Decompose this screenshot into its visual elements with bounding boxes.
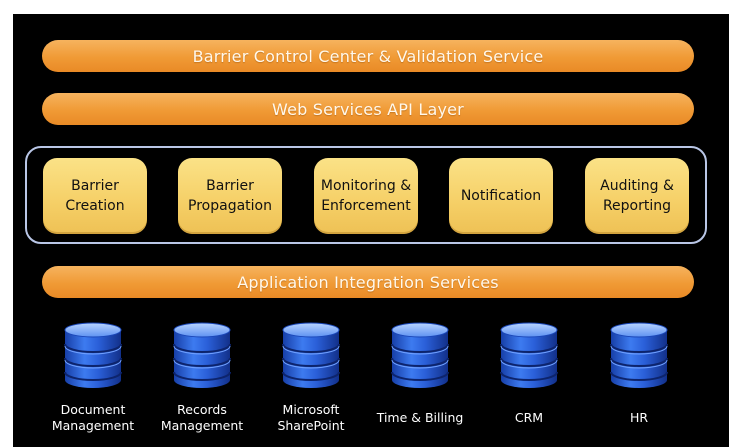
database-icon — [391, 322, 449, 389]
module-barrier-creation: Barrier Creation — [43, 158, 147, 234]
database-label-document-management: Document Management — [35, 402, 151, 434]
module-label-line1: Notification — [460, 188, 542, 204]
database-label-line1: Time & Billing — [376, 410, 464, 425]
database-label-microsoft-sharepoint: Microsoft SharePoint — [253, 402, 369, 434]
layer-web-services-api: Web Services API Layer — [42, 93, 694, 125]
database-label-line2: SharePoint — [277, 418, 345, 433]
database-icon — [173, 322, 231, 389]
module-barrier-propagation: Barrier Propagation — [178, 158, 282, 234]
layer-control-center: Barrier Control Center & Validation Serv… — [42, 40, 694, 72]
module-label-line1: Barrier — [206, 178, 254, 194]
module-label-line2: Reporting — [602, 198, 672, 214]
database-label-line1: CRM — [514, 410, 544, 425]
layer-control-center-label: Barrier Control Center & Validation Serv… — [192, 46, 544, 66]
database-label-crm: CRM — [471, 410, 587, 426]
module-notification: Notification — [449, 158, 553, 234]
layer-application-integration-label: Application Integration Services — [237, 272, 499, 292]
database-label-hr: HR — [581, 410, 697, 426]
database-label-records-management: Records Management — [144, 402, 260, 434]
diagram-canvas: Barrier Control Center & Validation Serv… — [13, 14, 729, 447]
database-icon — [610, 322, 668, 389]
module-monitoring-enforcement: Monitoring & Enforcement — [314, 158, 418, 234]
module-label-line1: Monitoring & — [320, 178, 412, 194]
database-label-line1: HR — [629, 410, 649, 425]
database-icon — [500, 322, 558, 389]
database-label-line2: Management — [160, 418, 244, 433]
module-label-line2: Propagation — [188, 198, 272, 214]
database-label-line1: Document — [60, 402, 126, 417]
database-label-line1: Microsoft — [282, 402, 340, 417]
module-label-line1: Auditing & — [600, 178, 674, 194]
database-label-time-billing: Time & Billing — [362, 410, 478, 426]
module-auditing-reporting: Auditing & Reporting — [585, 158, 689, 234]
database-icon — [282, 322, 340, 389]
module-label-line2: Enforcement — [321, 198, 411, 214]
modules-panel — [25, 146, 707, 244]
database-label-line1: Records — [177, 402, 227, 417]
layer-application-integration: Application Integration Services — [42, 266, 694, 298]
database-label-line2: Management — [51, 418, 135, 433]
database-icon — [64, 322, 122, 389]
module-label-line1: Barrier — [71, 178, 119, 194]
module-label-line2: Creation — [65, 198, 125, 214]
layer-web-services-api-label: Web Services API Layer — [272, 99, 464, 119]
